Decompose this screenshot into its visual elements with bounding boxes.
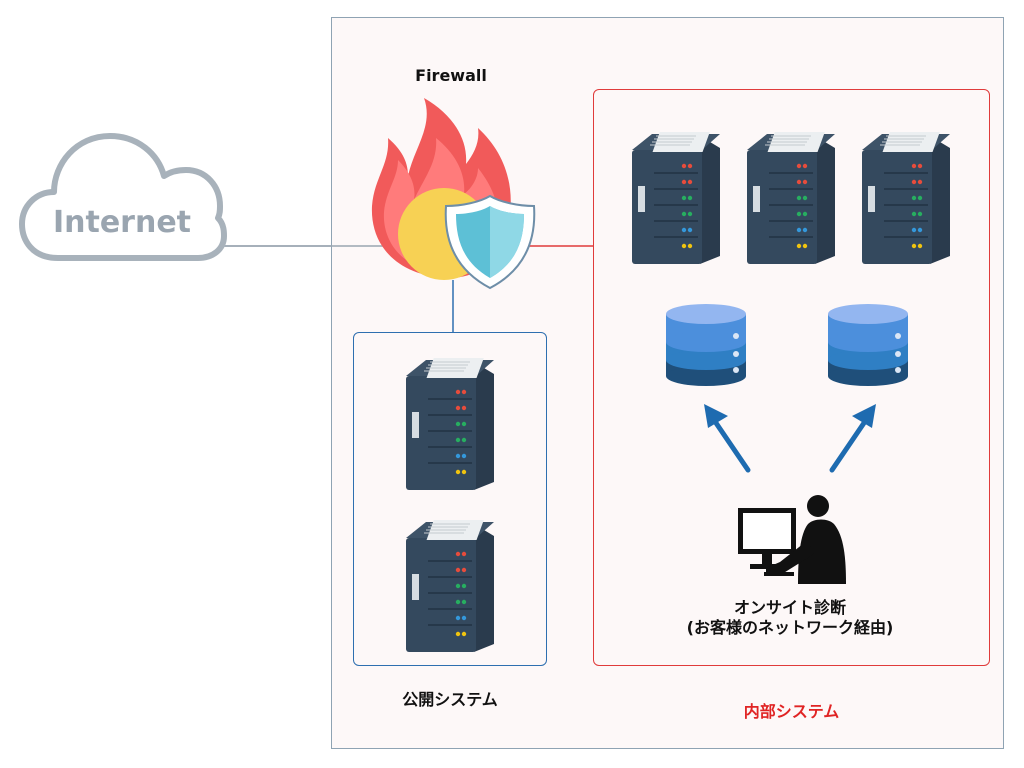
- public-server-2-icon: [404, 514, 496, 652]
- shield-icon: [444, 194, 536, 290]
- onsite-line2: (お客様のネットワーク経由): [686, 618, 894, 637]
- public-system-label: 公開システム: [402, 690, 498, 709]
- public-server-1-icon: [404, 352, 496, 490]
- onsite-diagnosis-label: オンサイト診断 (お客様のネットワーク経由): [620, 598, 960, 638]
- internal-server-3-icon: [860, 126, 952, 264]
- database-2-icon: [826, 304, 910, 388]
- arrow-up-right-icon: [829, 404, 876, 473]
- internal-server-1-icon: [630, 126, 722, 264]
- internet-label: Internet: [53, 205, 191, 240]
- internal-server-2-icon: [745, 126, 837, 264]
- onsite-line1: オンサイト診断: [733, 598, 846, 617]
- internal-system-label: 内部システム: [743, 702, 840, 721]
- user-at-computer-icon: [738, 495, 846, 584]
- firewall-icon: [371, 98, 536, 290]
- database-1-icon: [664, 304, 748, 388]
- internet-cloud-icon: Internet: [19, 133, 227, 261]
- arrow-up-left-icon: [704, 404, 751, 473]
- arrows: [704, 404, 876, 473]
- firewall-label: Firewall: [415, 66, 487, 85]
